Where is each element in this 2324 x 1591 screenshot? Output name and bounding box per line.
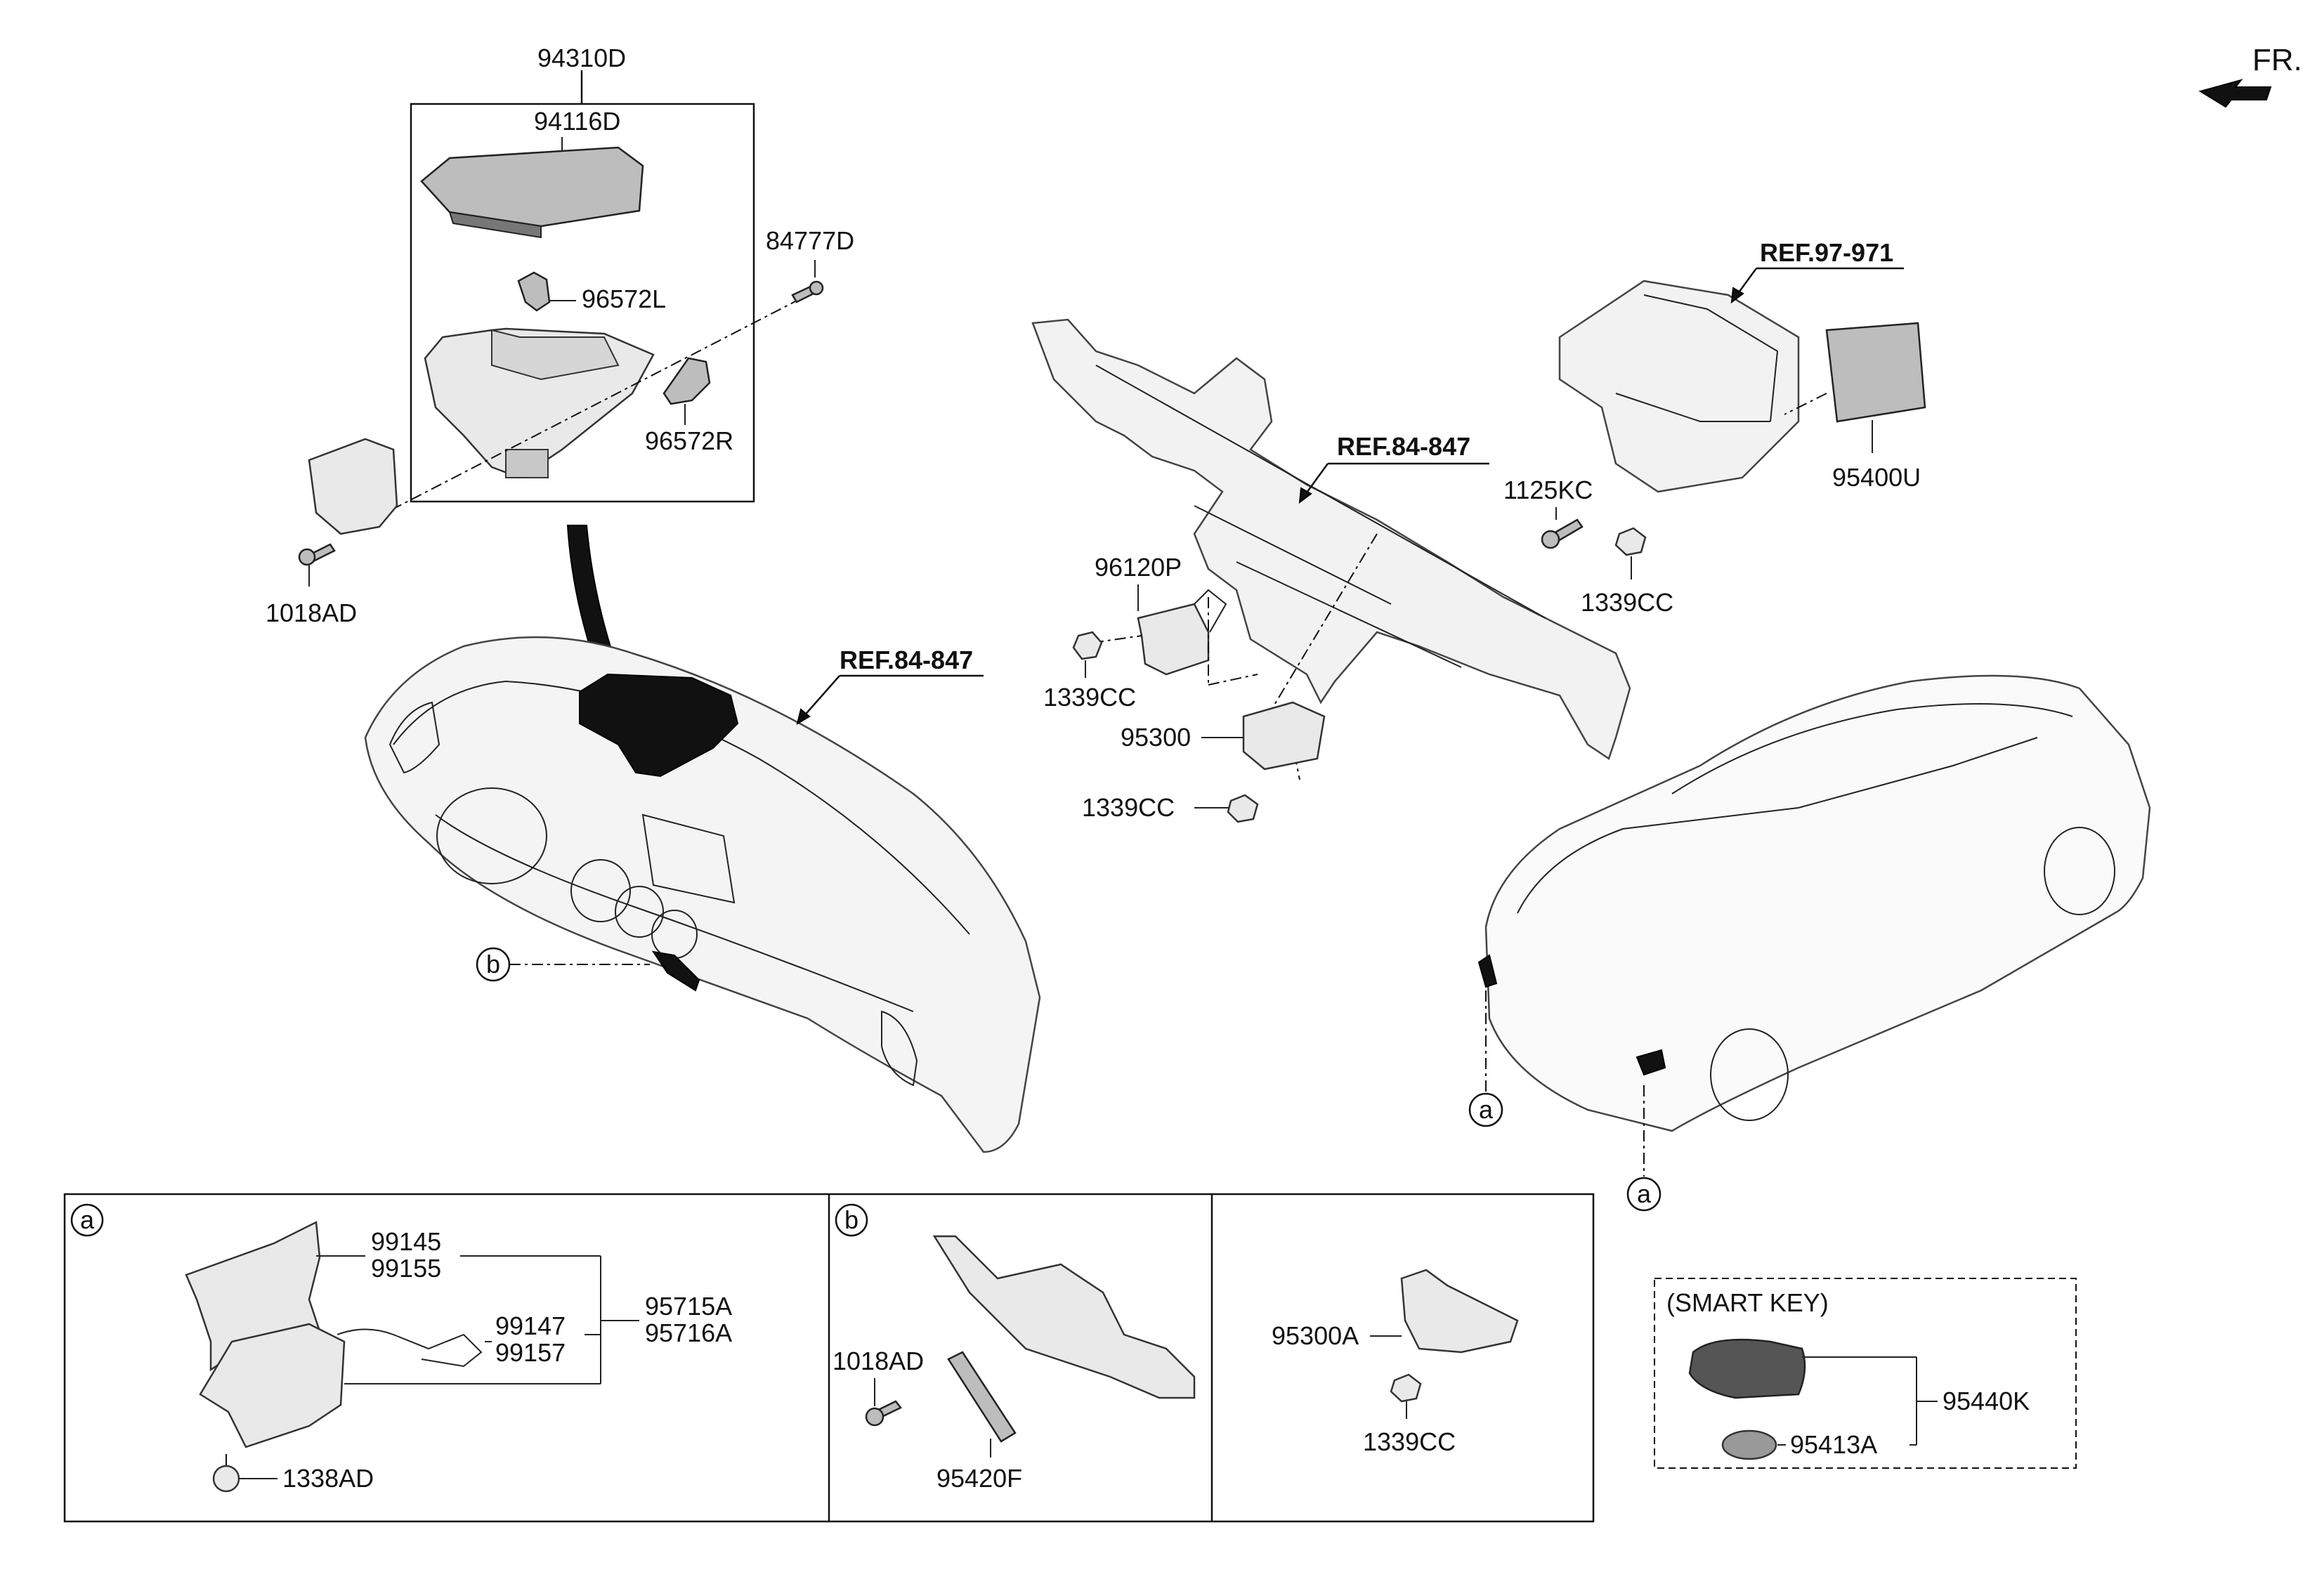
front-arrow-icon	[2198, 79, 2272, 108]
label-95413A: 95413A	[1790, 1430, 1877, 1459]
callout-a1-circle	[1468, 1092, 1503, 1127]
nut-1338AD-part	[212, 1465, 240, 1493]
bracket-96572L-part	[517, 271, 551, 312]
label-1125KC: 1125KC	[1503, 476, 1593, 504]
front-label: FR.	[2252, 43, 2302, 77]
label-95440K: 95440K	[1943, 1387, 2030, 1415]
hud-installed-part	[579, 673, 739, 778]
label-99147: 99147	[495, 1311, 566, 1340]
detail-c-panel: 95300A 1339CC	[1272, 1269, 1519, 1456]
detail-a-tag-circle	[70, 1203, 104, 1237]
label-1339CC-a: 1339CC	[1043, 683, 1136, 712]
detail-panels: a 1338AD 99145 99155 99147 99157 95715A …	[63, 1193, 1595, 1523]
part-at-b	[651, 950, 700, 992]
label-96572R: 96572R	[645, 426, 733, 455]
label-96572L: 96572L	[582, 284, 666, 313]
ref-crossbar-label: REF.84-847	[1337, 432, 1470, 461]
label-95716A: 95716A	[645, 1318, 732, 1347]
crossbar-group: REF.84-847 96120P 1339CC 95300 1339CC	[1031, 318, 1631, 823]
label-99157: 99157	[495, 1338, 566, 1367]
callout-a1-label: a	[1479, 1095, 1494, 1124]
dashboard-outline-part	[364, 636, 1041, 1153]
label-95420F: 95420F	[936, 1464, 1022, 1493]
label-1339CC-c: 1339CC	[1581, 588, 1673, 617]
label-99155: 99155	[371, 1254, 441, 1283]
label-95300: 95300	[1121, 723, 1191, 752]
nut-1339CC-a-part	[1072, 631, 1103, 660]
side-bracket-part	[308, 438, 398, 535]
nut-1339CC-c-part	[1614, 527, 1647, 556]
bracket-96572R-part	[662, 357, 711, 405]
label-94116D: 94116D	[534, 107, 620, 136]
nut-1339CC-detail-part	[1390, 1373, 1422, 1403]
antenna-95420F-part	[947, 1351, 1017, 1443]
front-direction-indicator: FR.	[2198, 43, 2302, 108]
detail-b-tag: b	[844, 1205, 859, 1234]
module-95300-part	[1242, 701, 1326, 771]
car-body-part	[1484, 674, 2151, 1132]
key-battery-part	[1721, 1429, 1777, 1460]
label-84777D: 84777D	[766, 226, 854, 255]
label-1018AD-b: 1018AD	[833, 1347, 924, 1375]
label-94310D: 94310D	[537, 44, 626, 72]
detail-b-tag-circle	[835, 1203, 868, 1237]
hud-assembly-group: 94310D 94116D 96572L 96572R 84777D 1018A…	[266, 44, 854, 686]
smart-key-panel: (SMART KEY) 95440K 95413A	[1654, 1278, 2077, 1469]
ref-heater-label: REF.97-971	[1760, 238, 1893, 267]
vent-left-part	[389, 701, 440, 774]
label-95400U: 95400U	[1832, 463, 1921, 492]
sensor-wiring-part	[337, 1328, 483, 1368]
heater-unit-part	[1558, 280, 1800, 493]
callout-b-circle	[476, 947, 511, 982]
label-1338AD: 1338AD	[282, 1464, 374, 1493]
module-95400U-part	[1825, 322, 1926, 423]
nut-1339CC-b-part	[1227, 794, 1259, 823]
callout-a2-circle	[1626, 1177, 1662, 1212]
rear-left-part-marker	[1477, 954, 1498, 988]
heater-group: REF.97-971 95400U 1125KC 1339CC	[1503, 238, 1926, 617]
smart-key-frame	[1654, 1278, 2077, 1469]
module-96120P-part	[1137, 603, 1210, 676]
callout-b-label: b	[486, 950, 500, 978]
label-96120P: 96120P	[1095, 553, 1182, 582]
label-1339CC-detail: 1339CC	[1363, 1427, 1456, 1456]
ref-dashboard-label: REF.84-847	[840, 646, 973, 674]
callout-a2-label: a	[1637, 1179, 1652, 1208]
front-wheel-part	[2044, 827, 2115, 915]
vent-right-part	[881, 1010, 918, 1087]
detail-a-panel: a 1338AD 99145 99155 99147 99157 95715A …	[70, 1203, 732, 1493]
bracket-part	[932, 1235, 1196, 1399]
display-screen-part	[641, 813, 736, 904]
crossbar-part	[1031, 318, 1631, 760]
label-95715A: 95715A	[645, 1292, 732, 1321]
rear-wheel-part	[1710, 1028, 1789, 1121]
sensor-module-part	[199, 1323, 346, 1448]
detail-a-tag: a	[80, 1205, 95, 1234]
label-95300A: 95300A	[1272, 1321, 1359, 1350]
car-rear-view-group: a a	[1468, 674, 2151, 1212]
detail-b-panel: b 95420F 1018AD	[833, 1203, 1196, 1493]
smart-key-title: (SMART KEY)	[1666, 1288, 1829, 1317]
label-1018AD-top: 1018AD	[266, 598, 357, 627]
module-95300A-part	[1400, 1269, 1519, 1354]
dashboard-group: b REF.84-847	[364, 636, 1041, 1153]
label-1339CC-b: 1339CC	[1082, 793, 1175, 822]
smart-key-fob-part	[1688, 1338, 1806, 1399]
rear-part-marker	[1636, 1049, 1666, 1076]
label-99145: 99145	[371, 1227, 441, 1256]
gauge-left-part	[436, 787, 547, 884]
